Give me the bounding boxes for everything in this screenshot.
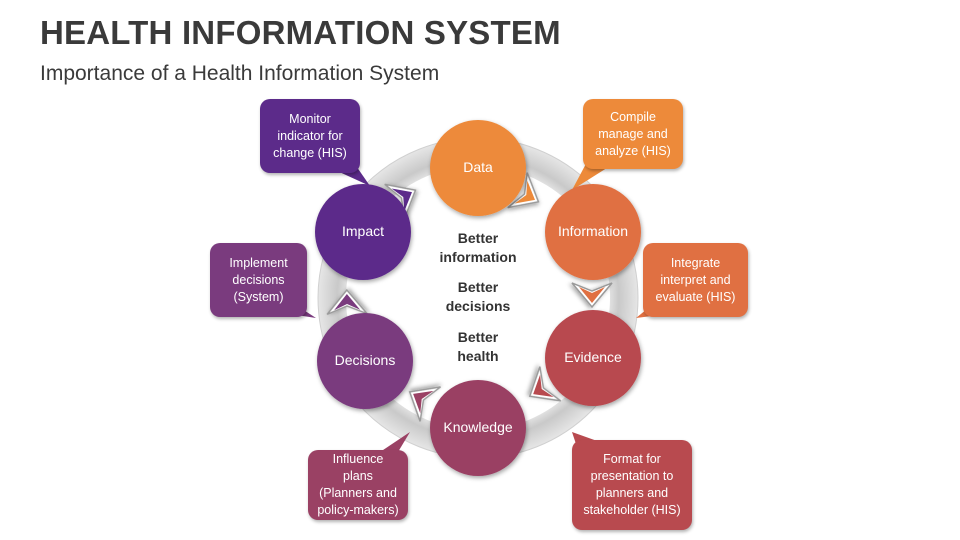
callout-implement-line: (System) — [233, 289, 284, 304]
callout-implement-line: Implement — [229, 255, 288, 270]
center-statement: Better health — [418, 328, 538, 366]
node-impact — [315, 184, 411, 280]
callout-format-line: presentation to — [590, 469, 674, 483]
center-statement-line: Better — [457, 230, 499, 246]
center-statement-line: health — [457, 348, 499, 364]
callout-implement-line: decisions — [232, 272, 285, 287]
callout-monitor-line: change (HIS) — [273, 145, 347, 160]
node-information-label: Information — [557, 223, 629, 239]
callout-integrate-line: evaluate (HIS) — [655, 289, 736, 304]
node-decisions-label: Decisions — [334, 352, 396, 368]
callout-influence-line: policy-makers) — [317, 503, 399, 517]
node-evidence-label: Evidence — [564, 349, 622, 365]
callout-implement: Implement decisions (System) — [210, 243, 307, 317]
slide-title: HEALTH INFORMATION SYSTEM — [40, 14, 561, 51]
callout-integrate-line: Integrate — [670, 255, 721, 270]
flow-arrow — [507, 172, 540, 209]
callout-format: Format for presentation to planners and sta… — [572, 440, 692, 530]
node-information — [545, 184, 641, 280]
callout-influence-tail — [380, 432, 410, 452]
callout-monitor-line: indicator for — [277, 128, 343, 143]
callout-format-line: planners and — [595, 486, 669, 500]
callout-integrate-line: interpret and — [660, 272, 731, 287]
center-statement-line: information — [439, 249, 517, 265]
node-data — [430, 120, 526, 216]
center-statement: Better decisions — [418, 278, 538, 316]
callout-influence-line: Influence plans — [332, 452, 384, 483]
slide-subtitle: Importance of a Health Information Syste… — [40, 62, 440, 85]
center-statement-line: Better — [457, 279, 499, 295]
node-knowledge-label: Knowledge — [443, 419, 513, 435]
callout-influence: Influence plans (Planners and policy-maker… — [308, 450, 408, 520]
callout-compile: Compile manage and analyze (HIS) — [583, 99, 683, 169]
flow-arrow — [528, 366, 562, 402]
node-data-label: Data — [463, 159, 493, 175]
center-statement-line: Better — [457, 329, 499, 345]
center-statement: Better information — [418, 229, 538, 267]
callout-monitor-line: Monitor — [289, 111, 331, 126]
center-statement-line: decisions — [445, 298, 511, 314]
node-impact-label: Impact — [341, 223, 384, 239]
callout-compile-line: analyze (HIS) — [595, 143, 671, 158]
callout-monitor: Monitor indicator for change (HIS) — [260, 99, 360, 173]
flow-arrow — [408, 386, 441, 422]
callout-format-line: Format for — [603, 452, 661, 466]
callout-integrate: Integrate interpret and evaluate (HIS) — [643, 243, 748, 317]
node-evidence — [545, 310, 641, 406]
callout-format-line: stakeholder (HIS) — [583, 503, 681, 517]
node-decisions — [317, 313, 413, 409]
flow-arrow — [571, 282, 613, 309]
callout-compile-line: manage and — [598, 126, 668, 141]
callout-compile-line: Compile — [610, 109, 656, 124]
node-knowledge — [430, 380, 526, 476]
callout-influence-line: (Planners and — [319, 486, 397, 500]
